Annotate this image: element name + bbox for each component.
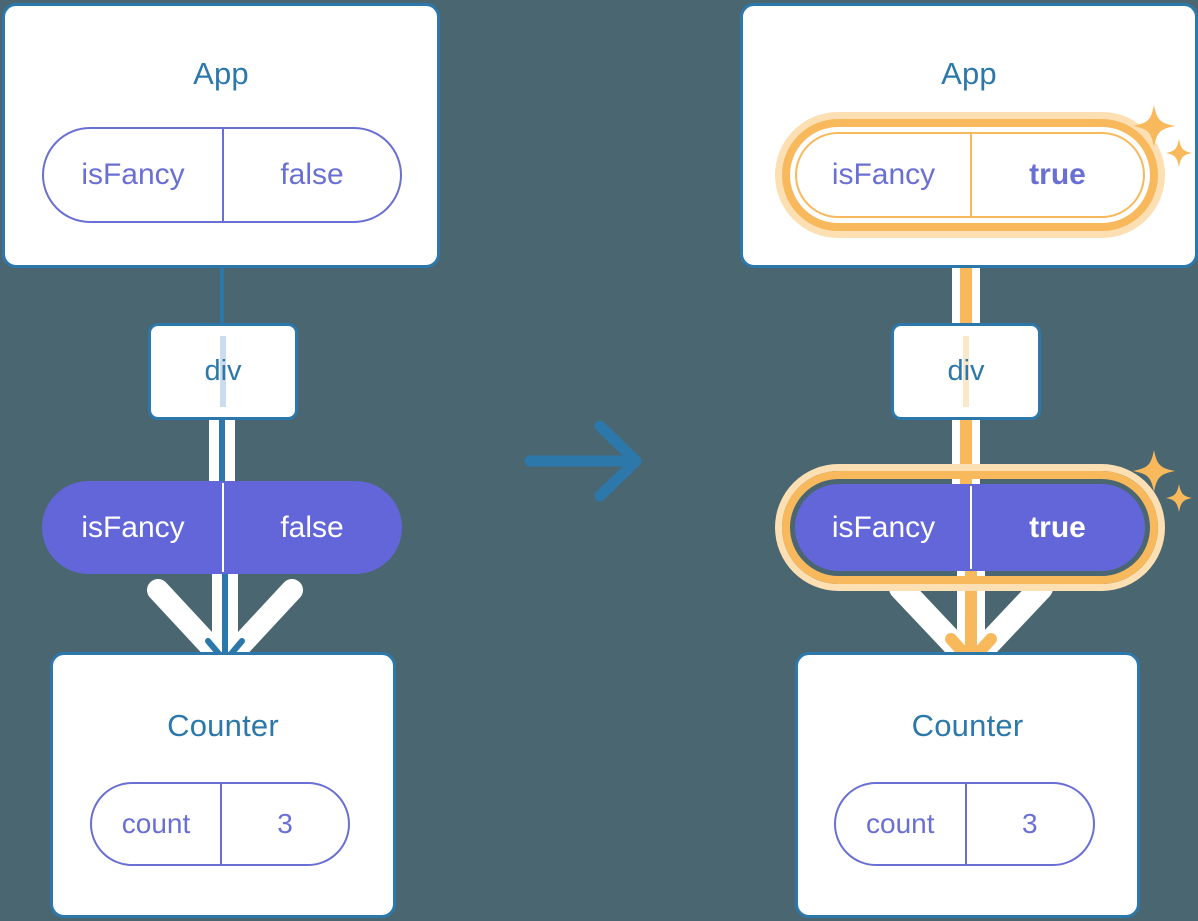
prop-pill-key: isFancy [831, 510, 936, 544]
sparkle-small-icon [1166, 139, 1192, 167]
connector-app-to-div [220, 220, 224, 328]
panel-before: App isFancy false div isFancy false Coun… [2, 3, 440, 918]
counter-box-title: Counter [911, 708, 1024, 743]
prop-pill[interactable]: isFancy true [795, 484, 1145, 571]
panel-after: App isFancy true div isFancy true [599, 0, 1198, 921]
app-state-pill-value: true [970, 134, 1143, 216]
app-box-title: App [941, 56, 997, 91]
div-node[interactable]: div [148, 323, 298, 420]
div-node-label: div [947, 355, 985, 387]
app-state-pill-key: isFancy [81, 158, 185, 191]
prop-pill-key: isFancy [81, 510, 185, 544]
prop-pill-value: false [222, 483, 400, 572]
counter-state-pill-value: 3 [964, 784, 1094, 864]
counter-state-pill[interactable]: count 3 [834, 782, 1095, 866]
counter-state-pill-key: count [866, 808, 935, 839]
sparkles-app-pill [1132, 103, 1194, 173]
connector-div-to-prop [219, 416, 225, 496]
sparkles-prop-pill [1132, 448, 1194, 518]
counter-box-title: Counter [167, 708, 279, 743]
app-state-pill[interactable]: isFancy false [42, 127, 402, 223]
prop-pill[interactable]: isFancy false [42, 481, 402, 574]
right-arrow-icon [524, 420, 642, 502]
counter-state-pill-value: 3 [220, 784, 348, 864]
app-state-pill-value: false [222, 129, 400, 221]
app-state-pill-key: isFancy [831, 158, 936, 191]
counter-state-pill[interactable]: count 3 [90, 782, 350, 866]
sparkle-small-icon [1166, 484, 1192, 512]
div-node-label: div [204, 355, 242, 387]
div-node[interactable]: div [891, 323, 1041, 420]
prop-pill-value: true [970, 486, 1143, 569]
transition-arrow [524, 418, 648, 509]
counter-state-pill-key: count [121, 808, 191, 839]
app-box-title: App [193, 56, 249, 91]
sparkle-large-icon [1133, 105, 1175, 147]
sparkle-large-icon [1133, 450, 1175, 492]
app-state-pill[interactable]: isFancy true [795, 132, 1145, 218]
